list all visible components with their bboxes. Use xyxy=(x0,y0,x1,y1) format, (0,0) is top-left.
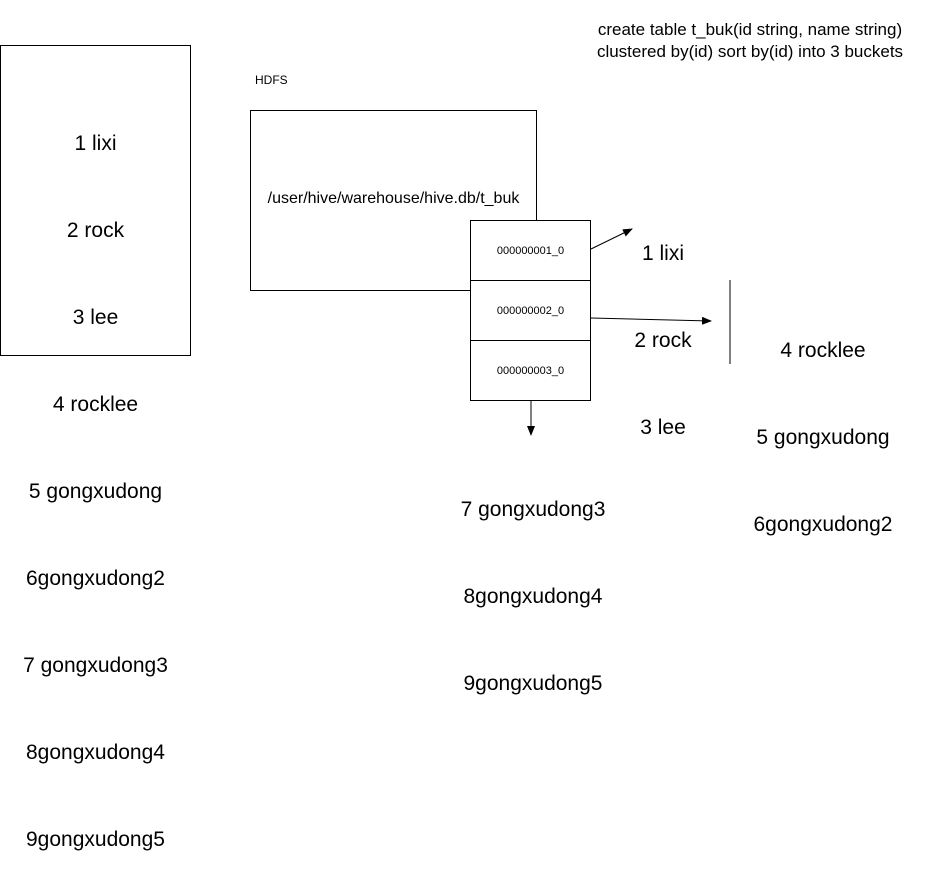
sql-line-2: clustered by(id) sort by(id) into 3 buck… xyxy=(596,42,904,61)
bucket-row: 4 rocklee xyxy=(780,339,866,362)
bucket-row: 5 gongxudong xyxy=(756,426,890,449)
bucket-row: 6gongxudong2 xyxy=(753,513,893,536)
bucket-2-rows: 4 rocklee 5 gongxudong 6gongxudong2 xyxy=(737,278,909,568)
source-row: 3 lee xyxy=(72,306,119,329)
bucket-row: 1 lixi xyxy=(641,242,684,265)
sql-statement: create table t_buk(id string, name strin… xyxy=(560,19,940,63)
source-row: 9gongxudong5 xyxy=(26,828,165,851)
bucket-file-label: 000000002_0 xyxy=(496,304,565,317)
arrow-bucket-2 xyxy=(590,316,712,325)
source-data-box xyxy=(0,45,191,356)
bucket-row: 7 gongxudong3 xyxy=(460,498,606,521)
bucket-1-rows: 1 lixi 2 rock 3 lee xyxy=(612,181,714,471)
connector-arrows xyxy=(527,228,731,436)
source-row: 7 gongxudong3 xyxy=(23,654,168,677)
source-row: 6gongxudong2 xyxy=(26,567,165,590)
bucket-row: 8gongxudong4 xyxy=(463,585,603,608)
bucket-file-1: 000000001_0 xyxy=(470,220,591,281)
bucket-row: 2 rock xyxy=(634,329,692,352)
arrow-bucket-1 xyxy=(590,228,633,250)
bucket-3-rows: 7 gongxudong3 8gongxudong4 9gongxudong5 xyxy=(441,437,625,727)
bucket-file-2: 000000002_0 xyxy=(470,280,591,341)
sql-line-1: create table t_buk(id string, name strin… xyxy=(597,20,903,39)
bucket-file-label: 000000003_0 xyxy=(496,364,565,377)
source-row: 2 rock xyxy=(66,219,125,242)
bucket-row: 3 lee xyxy=(640,416,686,439)
hdfs-path: /user/hive/warehouse/hive.db/t_buk xyxy=(267,190,520,207)
bucket-file-label: 000000001_0 xyxy=(496,244,565,257)
source-row: 4 rocklee xyxy=(52,393,139,416)
bucket-row: 9gongxudong5 xyxy=(463,672,603,695)
hdfs-label: HDFS xyxy=(255,73,288,87)
source-row: 1 lixi xyxy=(74,132,117,155)
source-row: 8gongxudong4 xyxy=(26,741,165,764)
source-row: 5 gongxudong xyxy=(28,480,163,503)
bucket-file-3: 000000003_0 xyxy=(470,340,591,401)
